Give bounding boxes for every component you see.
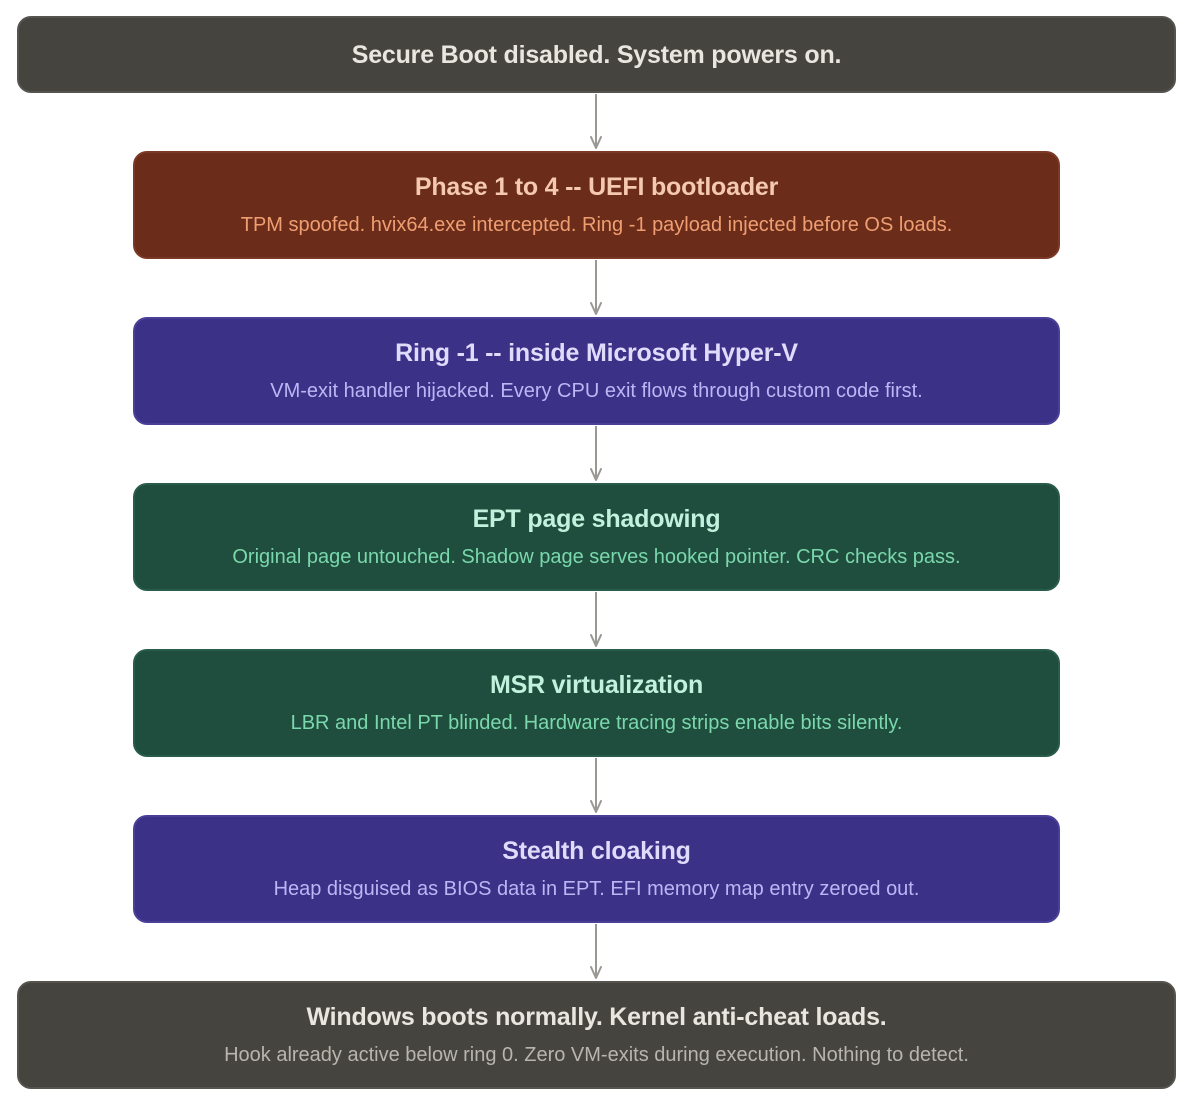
step-description: VM-exit handler hijacked. Every CPU exit…: [270, 380, 923, 402]
step-ring-minus-one-hyper-v: Ring -1 -- inside Microsoft Hyper-V VM-e…: [133, 317, 1060, 425]
step-title: Secure Boot disabled. System powers on.: [351, 41, 842, 69]
step-title: Stealth cloaking: [502, 837, 691, 865]
step-title: EPT page shadowing: [472, 505, 721, 533]
step-windows-boots: Windows boots normally. Kernel anti-chea…: [17, 981, 1176, 1089]
step-stealth-cloaking: Stealth cloaking Heap disguised as BIOS …: [133, 815, 1060, 923]
step-title: Phase 1 to 4 -- UEFI bootloader: [414, 173, 779, 201]
step-description: LBR and Intel PT blinded. Hardware traci…: [290, 712, 903, 734]
step-msr-virtualization: MSR virtualization LBR and Intel PT blin…: [133, 649, 1060, 757]
step-title: Ring -1 -- inside Microsoft Hyper-V: [395, 339, 798, 367]
step-title: MSR virtualization: [489, 671, 704, 699]
step-secure-boot-disabled: Secure Boot disabled. System powers on.: [17, 16, 1176, 93]
step-description: TPM spoofed. hvix64.exe intercepted. Rin…: [240, 214, 953, 236]
step-uefi-bootloader: Phase 1 to 4 -- UEFI bootloader TPM spoo…: [133, 151, 1060, 259]
step-description: Original page untouched. Shadow page ser…: [232, 546, 961, 568]
step-title: Windows boots normally. Kernel anti-chea…: [306, 1003, 887, 1031]
step-description: Heap disguised as BIOS data in EPT. EFI …: [273, 878, 920, 900]
step-ept-page-shadowing: EPT page shadowing Original page untouch…: [133, 483, 1060, 591]
step-description: Hook already active below ring 0. Zero V…: [224, 1044, 969, 1066]
